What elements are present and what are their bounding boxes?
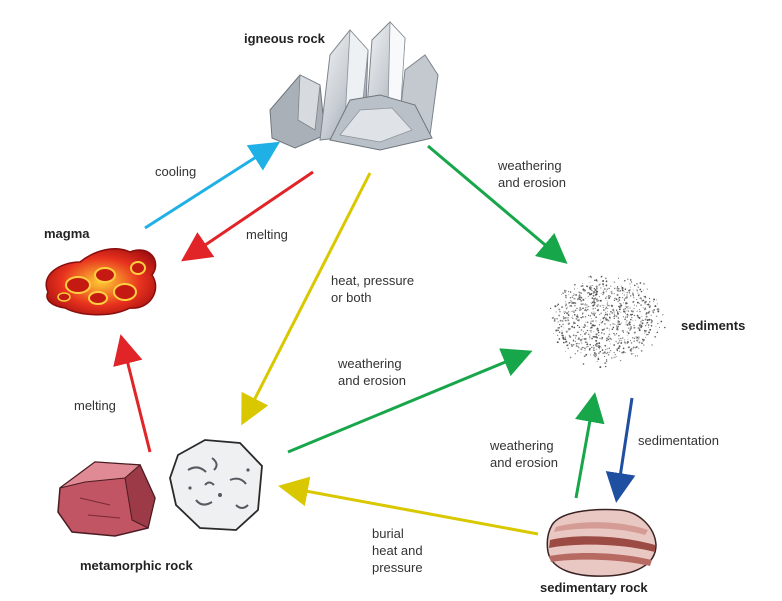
weathering-label-top: weathering and erosion bbox=[498, 158, 566, 190]
sediment-particles-icon bbox=[549, 275, 666, 369]
sedimentation-arrow bbox=[605, 397, 636, 503]
magma-label: magma bbox=[44, 226, 90, 241]
weathering-arrow-igneous bbox=[427, 144, 568, 264]
weathering-label-mid: weathering and erosion bbox=[338, 356, 406, 388]
melting-label-left: melting bbox=[74, 398, 116, 413]
sedimentary-rock-label: sedimentary rock bbox=[540, 580, 648, 595]
quartz-crystal-icon bbox=[269, 21, 439, 151]
sedimentation-label: sedimentation bbox=[638, 433, 719, 448]
sedimentary-rock-icon bbox=[546, 508, 657, 577]
cooling-label: cooling bbox=[155, 164, 197, 179]
metamorphic-rock-label: metamorphic rock bbox=[80, 558, 193, 573]
melting-label-top: melting bbox=[246, 227, 288, 242]
metamorphic-rock-icon bbox=[57, 439, 263, 537]
burial-arrow bbox=[278, 476, 539, 536]
magma-blob-icon bbox=[45, 248, 157, 316]
burial-label: burial heat and pressure bbox=[372, 526, 423, 575]
heat-pressure-label: heat, pressure or both bbox=[331, 273, 415, 305]
melting-arrow-igneous bbox=[181, 170, 314, 262]
weathering-arrow-metamorphic bbox=[287, 348, 533, 454]
igneous-rock-label: igneous rock bbox=[244, 31, 325, 46]
heat-pressure-arrow bbox=[241, 172, 372, 426]
weathering-arrow-sedimentary bbox=[574, 392, 605, 499]
cooling-arrow bbox=[144, 141, 281, 230]
weathering-label-right: weathering and erosion bbox=[490, 438, 558, 470]
sediments-label: sediments bbox=[681, 318, 746, 333]
melting-arrow-metamorphic bbox=[113, 334, 152, 453]
